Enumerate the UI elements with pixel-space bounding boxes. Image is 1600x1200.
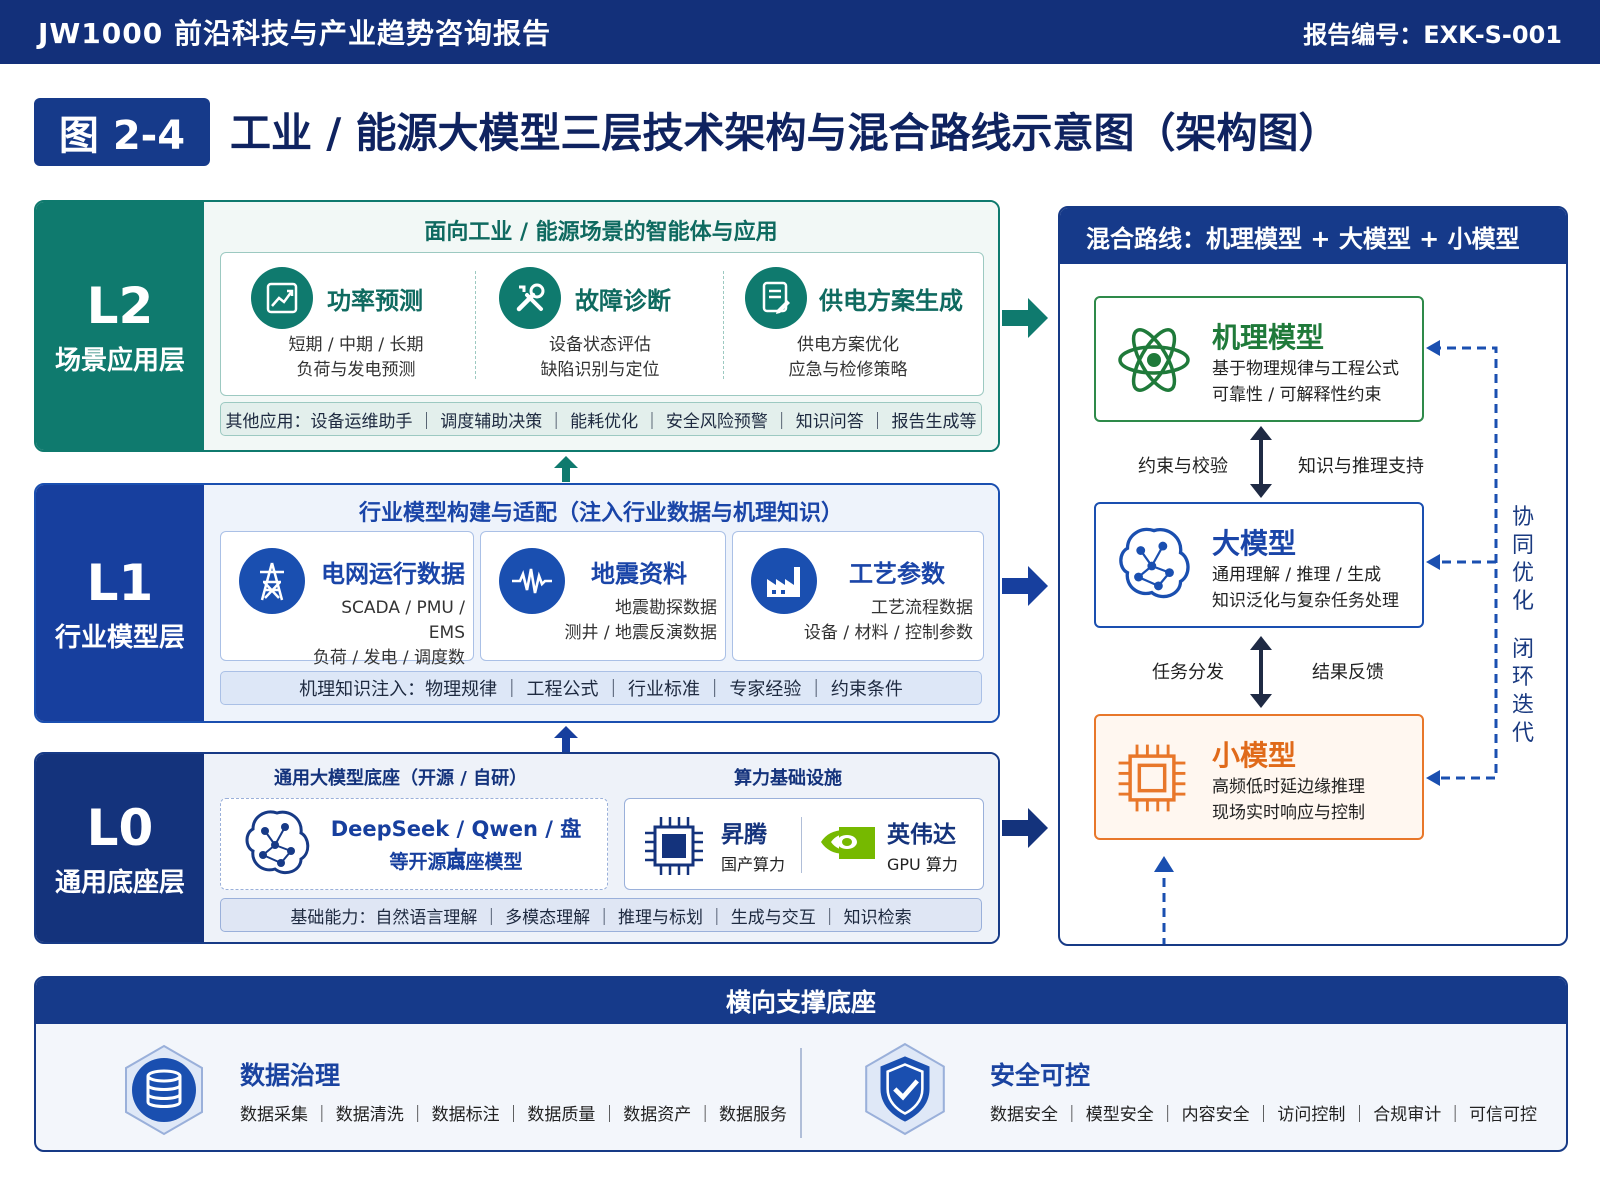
card-desc: 短期 / 中期 / 长期负荷与发电预测 — [288, 335, 424, 380]
data-governance-title: 数据治理 — [240, 1061, 341, 1090]
small-model-desc: 高频低时延边缘推理现场实时响应与控制 — [1212, 777, 1365, 823]
brain-network-icon — [241, 807, 313, 887]
layer-code: L2 — [86, 276, 154, 335]
layer-l2-title: 面向工业 / 能源场景的智能体与应用 — [424, 220, 778, 245]
security-sub: 数据安全 ｜ 模型安全 ｜ 内容安全 ｜ 访问控制 ｜ 合规审计 ｜ 可信可控 — [990, 1105, 1538, 1125]
right-arrow-icon — [1002, 808, 1048, 848]
factory-icon — [751, 548, 817, 614]
database-icon — [116, 1042, 212, 1142]
knowledge-injection-strip: 机理知识注入：物理规律 ｜ 工程公式 ｜ 行业标准 ｜ 专家经验 ｜ 约束条件 — [220, 671, 982, 705]
loop-label-collab: 协同优化 — [1511, 505, 1534, 614]
feedback-loop-arrows — [1426, 340, 1498, 786]
application-panel: 功率预测 短期 / 中期 / 长期负荷与发电预测 故障诊断 设备状态评估缺陷识别… — [220, 252, 984, 396]
data-governance-sub: 数据采集 ｜ 数据清洗 ｜ 数据标注 ｜ 数据质量 ｜ 数据资产 ｜ 数据服务 — [240, 1105, 788, 1125]
edge-label: 知识与推理支持 — [1298, 456, 1424, 477]
right-arrow-icon — [1002, 566, 1048, 606]
hybrid-route-panel: 混合路线：机理模型 + 大模型 + 小模型 机理模型 基于物理规律与工程公式可靠… — [1058, 206, 1568, 946]
data-card: 地震资料 地震勘探数据测井 / 地震反演数据 — [480, 531, 726, 661]
loop-label-iterate: 闭环迭代 — [1511, 637, 1534, 746]
edge-label: 任务分发 — [1152, 662, 1224, 683]
layer-name: 场景应用层 — [54, 345, 185, 376]
large-model-title: 大模型 — [1212, 527, 1297, 560]
card-title: 工艺参数 — [849, 560, 945, 588]
figure-tag: 图 2-4 — [34, 98, 210, 166]
report-title: JW1000 前沿科技与产业趋势咨询报告 — [38, 17, 551, 50]
large-model-box: 大模型 通用理解 / 推理 / 生成知识泛化与复杂任务处理 — [1094, 502, 1424, 628]
chip-icon — [641, 813, 707, 883]
mechanism-title: 机理模型 — [1212, 321, 1325, 354]
right-arrow-icon — [1002, 298, 1048, 338]
layer-l2-label: L2 场景应用层 — [36, 202, 204, 450]
card-title: 供电方案生成 — [819, 287, 963, 315]
compute-title: 算力基础设施 — [734, 768, 842, 789]
support-base-panel: 横向支撑底座 数据治理 数据采集 ｜ 数据清洗 ｜ 数据标注 ｜ 数据质量 ｜ … — [34, 976, 1568, 1152]
mechanism-model-box: 机理模型 基于物理规律与工程公式可靠性 / 可解释性约束 — [1094, 296, 1424, 422]
base-model-title: 通用大模型底座（开源 / 自研） — [274, 768, 528, 789]
base-model-desc: 等开源底座模型 — [389, 851, 523, 873]
base-model-panel: DeepSeek / Qwen / 盘古 等开源底座模型 — [220, 798, 608, 890]
layer-code: L1 — [86, 553, 154, 612]
large-model-desc: 通用理解 / 推理 / 生成知识泛化与复杂任务处理 — [1212, 565, 1399, 611]
card-title: 功率预测 — [327, 287, 423, 315]
power-tower-icon — [239, 548, 305, 614]
shield-check-icon — [856, 1040, 954, 1142]
layer-l1-label: L1 行业模型层 — [36, 485, 204, 721]
layer-name: 行业模型层 — [54, 622, 185, 653]
hybrid-title: 混合路线：机理模型 + 大模型 + 小模型 — [1060, 208, 1566, 264]
up-arrow-icon — [554, 456, 578, 482]
small-model-box: 小模型 高频低时延边缘推理现场实时响应与控制 — [1094, 714, 1424, 840]
nvidia-sub: GPU 算力 — [887, 855, 958, 874]
chip-icon — [1114, 740, 1190, 820]
other-apps-strip: 其他应用：设备运维助手 ｜ 调度辅助决策 ｜ 能耗优化 ｜ 安全风险预警 ｜ 知… — [220, 402, 982, 436]
double-arrow-icon — [1250, 636, 1272, 708]
layer-l0-label: L0 通用底座层 — [36, 754, 204, 942]
security-title: 安全可控 — [990, 1061, 1091, 1090]
layer-l1: L1 行业模型层 行业模型构建与适配（注入行业数据与机理知识） 电网运行数据 S… — [34, 483, 1000, 723]
layer-name: 通用底座层 — [54, 867, 185, 898]
figure-title: 工业 / 能源大模型三层技术架构与混合路线示意图（架构图） — [230, 109, 1340, 157]
card-desc: 供电方案优化应急与检修策略 — [788, 335, 908, 380]
waveform-icon — [499, 548, 565, 614]
layer-l0: L0 通用底座层 通用大模型底座（开源 / 自研） 算力基础设施 DeepSee… — [34, 752, 1000, 944]
up-dashed-arrow-icon — [1154, 856, 1174, 944]
up-arrow-icon — [554, 726, 578, 752]
layer-l1-title: 行业模型构建与适配（注入行业数据与机理知识） — [358, 501, 843, 526]
layer-code: L0 — [86, 798, 154, 857]
card-title: 地震资料 — [591, 560, 687, 588]
card-desc: 设备状态评估缺陷识别与定位 — [540, 335, 660, 380]
card-desc: 地震勘探数据测井 / 地震反演数据 — [564, 598, 717, 643]
mechanism-desc: 基于物理规律与工程公式可靠性 / 可解释性约束 — [1212, 359, 1399, 405]
nvidia-title: 英伟达 — [887, 822, 956, 848]
report-header: JW1000 前沿科技与产业趋势咨询报告 报告编号：EXK-S-001 — [0, 0, 1600, 64]
compute-panel: 昇腾 国产算力 英伟达 GPU 算力 — [624, 798, 984, 890]
edge-label: 约束与校验 — [1138, 456, 1228, 477]
data-card: 工艺参数 工艺流程数据设备 / 材料 / 控制参数 — [732, 531, 984, 661]
ascend-title: 昇腾 — [721, 822, 767, 848]
edge-label: 结果反馈 — [1312, 662, 1384, 683]
double-arrow-icon — [1250, 426, 1272, 498]
card-desc: 工艺流程数据设备 / 材料 / 控制参数 — [803, 598, 973, 643]
card-title: 电网运行数据 — [321, 560, 465, 588]
report-number: 报告编号：EXK-S-001 — [1303, 20, 1562, 49]
base-model-names: DeepSeek / Qwen / 盘古 — [330, 817, 582, 871]
brain-network-icon — [1114, 524, 1194, 612]
document-edit-icon — [745, 267, 807, 329]
chart-trend-icon — [251, 267, 313, 329]
tools-icon — [499, 267, 561, 329]
atom-icon — [1114, 320, 1194, 404]
ascend-sub: 国产算力 — [721, 855, 786, 874]
nvidia-logo-icon — [817, 821, 877, 867]
support-title: 横向支撑底座 — [36, 978, 1566, 1024]
base-capabilities-strip: 基础能力：自然语言理解 ｜ 多模态理解 ｜ 推理与标划 ｜ 生成与交互 ｜ 知识… — [220, 898, 982, 932]
layer-l2: L2 场景应用层 面向工业 / 能源场景的智能体与应用 功率预测 短期 / 中期… — [34, 200, 1000, 452]
small-model-title: 小模型 — [1212, 739, 1297, 772]
card-title: 故障诊断 — [575, 287, 671, 315]
